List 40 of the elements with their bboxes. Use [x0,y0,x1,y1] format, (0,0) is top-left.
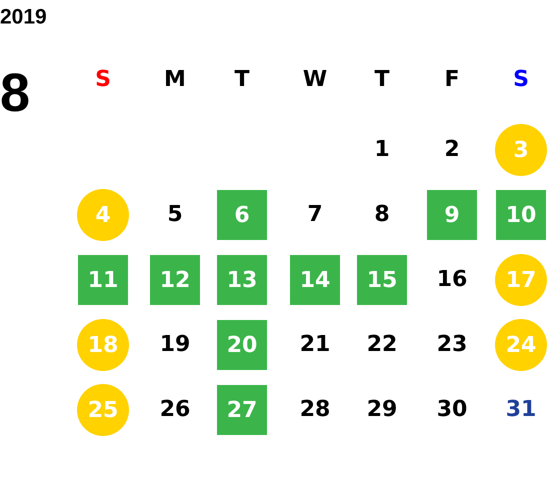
day-number: 28 [300,399,330,421]
day-number: 30 [436,399,468,421]
day-number: 5 [167,204,183,226]
highlighted-day-circle: 17 [495,254,547,306]
weekday-header: T [374,69,390,91]
day-number: 22 [366,334,398,356]
weekday-header: M [164,69,186,91]
day-number: 23 [436,334,468,356]
day-number: 7 [307,204,323,226]
highlighted-day-square: 13 [217,255,267,305]
highlighted-day-circle: 25 [77,384,129,436]
day-number: 2 [444,139,460,161]
highlighted-day-square: 9 [427,190,477,240]
day-number: 26 [160,399,190,421]
highlighted-day-square: 11 [78,255,128,305]
highlighted-day-circle: 4 [77,189,129,241]
day-number: 1 [374,139,390,161]
day-number: 19 [160,334,190,356]
highlighted-day-square: 10 [496,190,546,240]
highlighted-day-circle: 3 [495,124,547,176]
highlighted-day-circle: 24 [495,319,547,371]
highlighted-day-square: 27 [217,385,267,435]
month-number: 8 [0,66,30,120]
highlighted-day-circle: 18 [77,319,129,371]
day-number: 16 [436,269,468,291]
day-number: 31 [506,399,536,421]
highlighted-day-square: 12 [150,255,200,305]
weekday-header: S [513,69,529,91]
day-number: 8 [374,204,390,226]
weekday-header: T [234,69,250,91]
highlighted-day-square: 20 [217,320,267,370]
weekday-header: F [444,69,460,91]
day-number: 21 [300,334,330,356]
day-number: 29 [366,399,398,421]
highlighted-day-square: 6 [217,190,267,240]
highlighted-day-square: 15 [357,255,407,305]
weekday-header: W [302,69,328,91]
year-label: 2019 [0,6,47,28]
highlighted-day-square: 14 [290,255,340,305]
weekday-header: S [95,69,111,91]
